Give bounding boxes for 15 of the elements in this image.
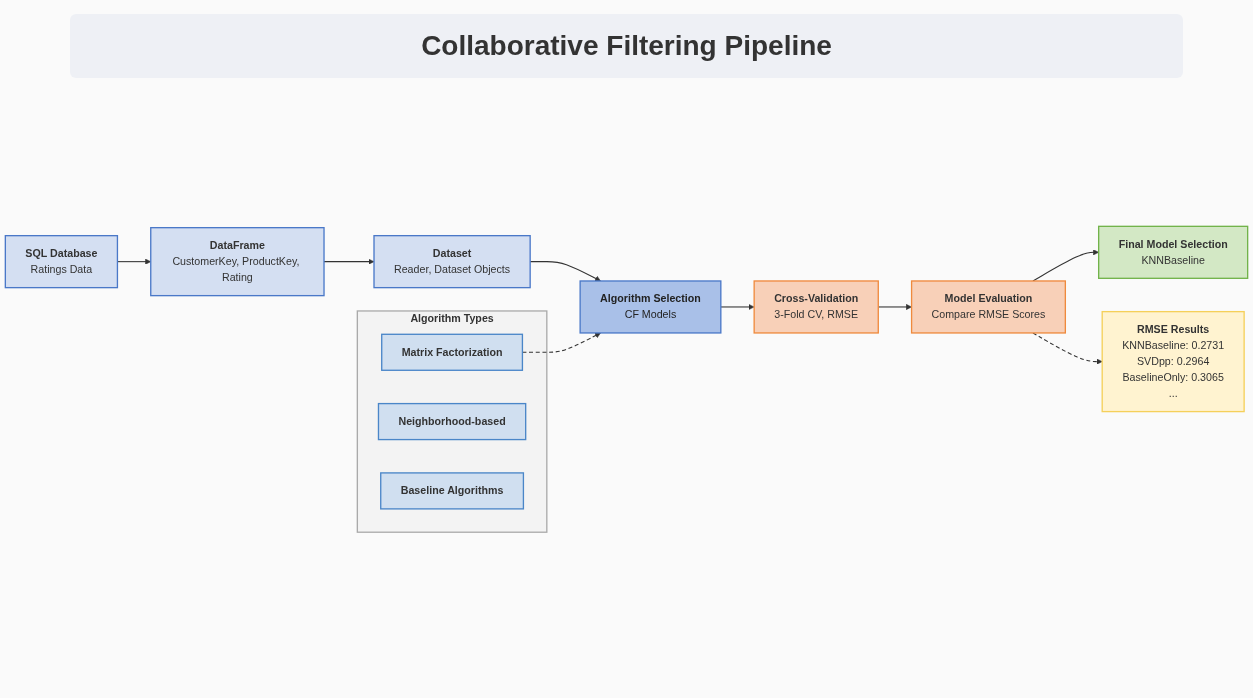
arrow [1032, 332, 1103, 365]
node-box: Matrix Factorization [381, 333, 524, 371]
node-box: Model Evaluation Compare RMSE Scores [910, 280, 1066, 334]
node-box: SQL Database Ratings Data [4, 234, 119, 289]
node-box: Final Model Selection KNNBaseline [1098, 225, 1249, 279]
node-box: Algorithm Selection CF Models [579, 280, 722, 334]
node-box: Neighborhood-based [377, 402, 527, 440]
node-box: Dataset Reader, Dataset Objects [373, 234, 531, 289]
node-box: RMSE Results KNNBaseline: 0.2731 SVDpp: 0.2964 BaselineOnly: 0.3065 ... [1101, 310, 1245, 412]
node-box: DataFrame CustomerKey, ProductKey, Rating [150, 226, 325, 297]
node-box: Cross-Validation 3-Fold CV, RMSE [753, 280, 879, 334]
arrow [1032, 249, 1099, 282]
title: Collaborative Filtering Pipeline [70, 14, 1183, 78]
arrow [720, 303, 755, 310]
node-box: Baseline Algorithms [380, 471, 525, 510]
